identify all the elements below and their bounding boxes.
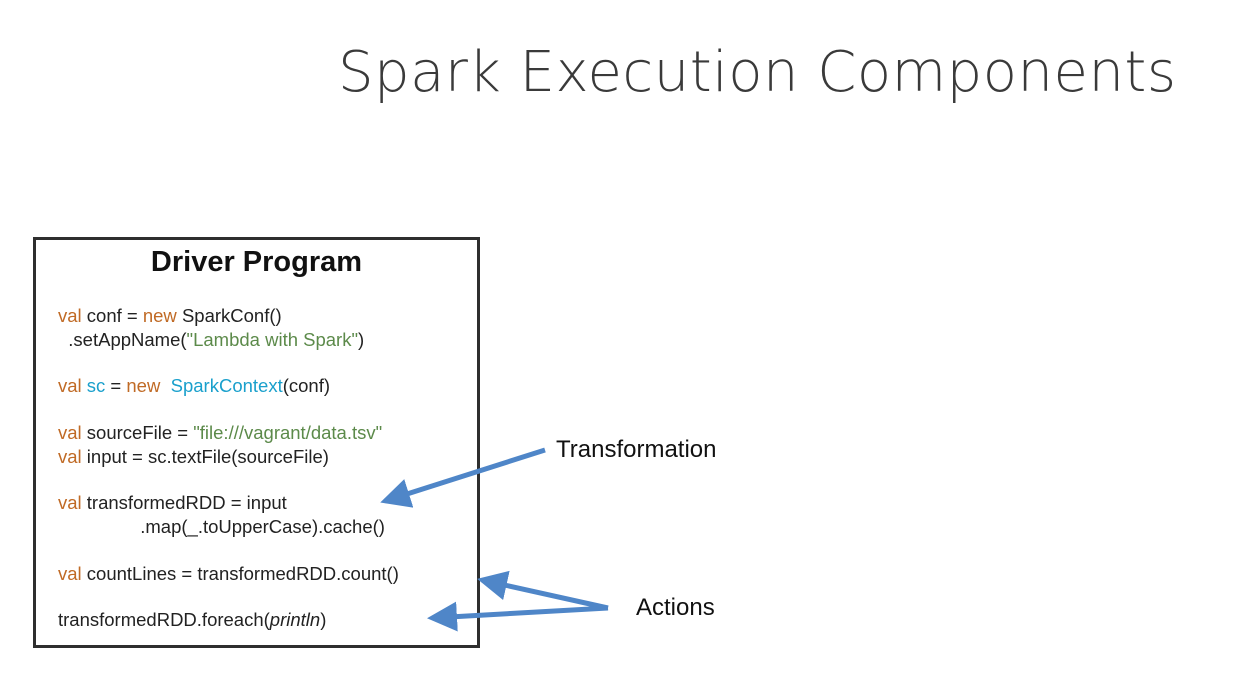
driver-program-box: Driver Program val conf = new SparkConf(… <box>33 237 480 648</box>
code-line: transformedRDD.foreach(println) <box>58 608 326 632</box>
code-class: SparkContext <box>170 375 283 396</box>
action-arrow-count-icon <box>477 570 609 611</box>
code-line: val input = sc.textFile(sourceFile) <box>58 445 329 469</box>
code-line: val conf = new SparkConf() <box>58 304 282 328</box>
actions-label: Actions <box>636 594 715 621</box>
transformation-arrow-icon <box>380 447 546 508</box>
code-string: "file:///vagrant/data.tsv" <box>193 422 383 443</box>
code-line: .map(_.toUpperCase).cache() <box>58 515 385 539</box>
code-text: transformedRDD = input <box>81 492 287 513</box>
code-text: sourceFile = <box>81 422 194 443</box>
code-text: countLines = transformedRDD.count() <box>81 563 399 584</box>
code-keyword: new <box>142 305 177 326</box>
code-string: "Lambda with Spark" <box>186 329 359 350</box>
code-text: ) <box>358 329 365 350</box>
code-text: .map(_.toUpperCase).cache() <box>58 516 385 537</box>
driver-program-title: Driver Program <box>150 246 363 278</box>
code-text: .setAppName( <box>58 329 187 350</box>
code-text: = <box>105 375 127 396</box>
code-keyword: val <box>58 422 82 443</box>
transformation-label: Transformation <box>556 436 717 463</box>
code-keyword: new <box>126 375 161 396</box>
code-keyword: val <box>58 492 82 513</box>
code-class: sc <box>86 375 106 396</box>
code-keyword: val <box>58 446 82 467</box>
code-text: input = sc.textFile(sourceFile) <box>81 446 329 467</box>
code-line: val sourceFile = "file:///vagrant/data.t… <box>58 421 382 445</box>
code-line: val sc = new SparkContext(conf) <box>58 374 330 398</box>
code-line: .setAppName("Lambda with Spark") <box>58 328 364 352</box>
code-text: ) <box>320 609 327 630</box>
code-keyword: val <box>58 563 82 584</box>
code-text: println <box>269 609 321 630</box>
code-text: (conf) <box>282 375 331 396</box>
code-text: transformedRDD.foreach( <box>58 609 270 630</box>
code-line: val transformedRDD = input <box>58 491 287 515</box>
action-arrow-foreach-icon <box>427 601 609 632</box>
code-keyword: val <box>58 305 82 326</box>
code-line: val countLines = transformedRDD.count() <box>58 562 399 586</box>
code-keyword: val <box>58 375 82 396</box>
code-text: conf = <box>81 305 143 326</box>
code-text: SparkConf() <box>176 305 282 326</box>
slide-title: Spark Execution Components <box>338 40 1177 105</box>
